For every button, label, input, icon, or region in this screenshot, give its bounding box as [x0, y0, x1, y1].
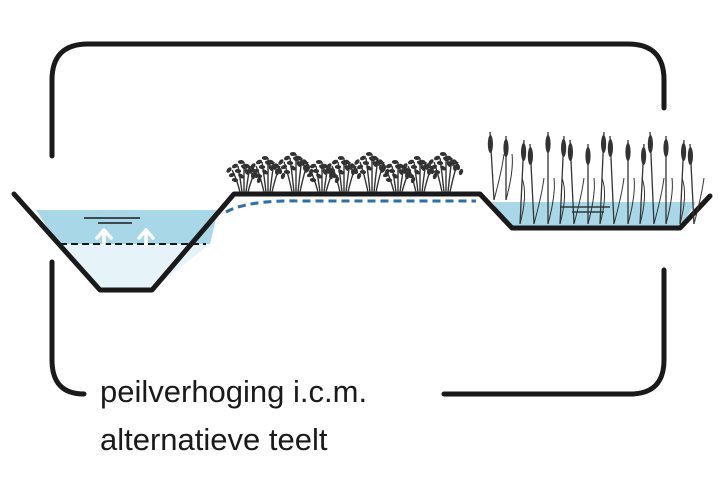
crop-plants [226, 152, 464, 193]
ditch-water-light [58, 244, 210, 290]
reed-plant-icon [625, 140, 635, 225]
reed-plant-icon [567, 139, 585, 225]
crop-plant-icon [326, 156, 362, 193]
crop-plant-icon [304, 160, 340, 193]
ditch-water-raised [36, 210, 218, 244]
reed-plant-icon [607, 135, 625, 225]
reed-plant-icon [679, 139, 687, 225]
crop-plant-icon [428, 152, 464, 193]
reed-plant-icon [559, 135, 567, 225]
frame-outline-right [441, 267, 667, 397]
up-arrow-icon [95, 228, 113, 246]
reed-plant-icon [687, 143, 705, 225]
ground-profile [11, 191, 713, 293]
reed-plant-icon [585, 144, 595, 225]
reed-plant-icon [647, 131, 665, 225]
reed-plant-icon [545, 132, 555, 225]
up-arrow-icon [137, 228, 155, 246]
reed-plant-icon [599, 131, 607, 225]
reed-plant-icon [487, 131, 505, 201]
crop-plant-icon [278, 152, 314, 193]
reed-plant-icon [663, 136, 673, 225]
reed-plants [487, 131, 705, 225]
caption-line-1: peilverhoging i.c.m. [96, 376, 378, 407]
reed-pond-water [492, 202, 696, 228]
crop-plant-icon [250, 156, 286, 193]
caption-line-2: alternatieve teelt [96, 424, 338, 455]
crop-plant-icon [354, 152, 390, 193]
crop-plant-icon [226, 160, 262, 193]
reed-plant-icon [519, 139, 527, 225]
reed-plant-icon [527, 143, 545, 225]
reed-plant-icon [503, 136, 513, 201]
frame-outline-left [49, 259, 87, 397]
reed-plant-icon [639, 143, 647, 225]
frame-outline [49, 41, 667, 159]
groundwater-level [225, 199, 476, 214]
